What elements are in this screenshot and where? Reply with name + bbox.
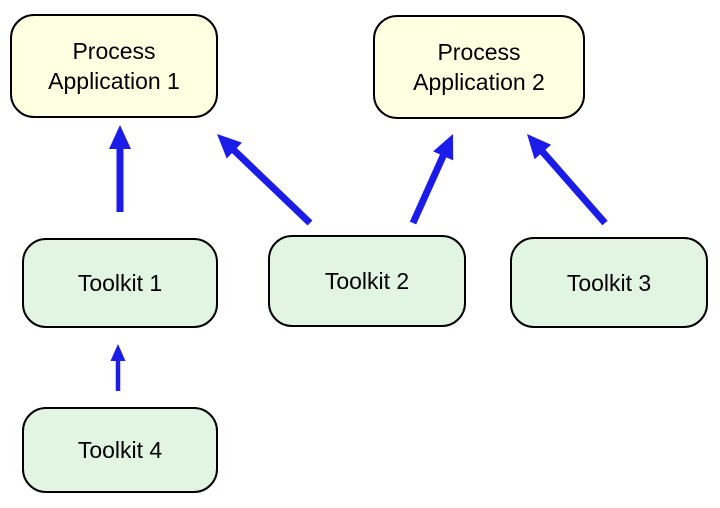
arrow-toolkit-4-to-toolkit-1 — [110, 344, 126, 391]
node-label-line: Toolkit 4 — [77, 437, 163, 463]
node-label-line: Toolkit 1 — [77, 270, 163, 296]
node-label-line: Application 2 — [413, 69, 545, 95]
node-toolkit-2: Toolkit 2 — [268, 235, 466, 327]
node-toolkit-1: Toolkit 1 — [22, 238, 218, 328]
node-toolkit-4: Toolkit 4 — [22, 407, 218, 493]
arrow-toolkit-3-to-process-application-2 — [527, 134, 608, 226]
node-toolkit-3: Toolkit 3 — [510, 237, 708, 328]
node-label-line: Application 1 — [48, 68, 180, 94]
node-label-line: Process — [72, 38, 156, 64]
arrow-toolkit-2-to-process-application-2 — [409, 134, 454, 225]
arrow-toolkit-1-to-process-application-1 — [109, 125, 131, 212]
node-label-line: Toolkit 3 — [566, 269, 652, 296]
node-label-line: Process — [437, 39, 521, 65]
arrow-toolkit-2-to-process-application-1 — [217, 134, 313, 226]
node-label-line: Toolkit 2 — [324, 268, 410, 294]
